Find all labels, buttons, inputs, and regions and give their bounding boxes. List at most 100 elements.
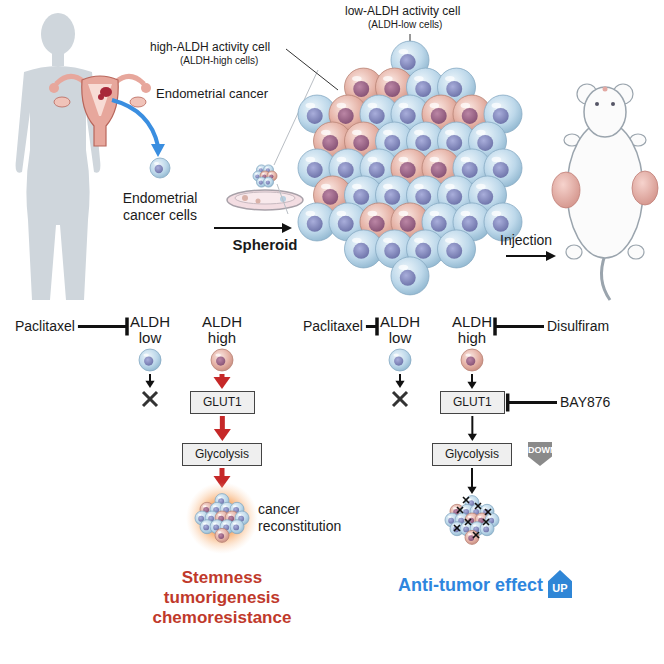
connector-line (78, 325, 127, 328)
node-text: BAY876 (560, 394, 610, 411)
cell-highlight (215, 354, 221, 357)
cell-nucleus (155, 165, 163, 173)
cell-highlight (238, 514, 242, 516)
injection-arrow (506, 255, 546, 257)
connector-line (495, 325, 544, 328)
cell-highlight (321, 130, 331, 135)
cell-nucleus (369, 216, 385, 232)
death-mark (465, 519, 471, 525)
connector (468, 416, 477, 441)
cell-highlight (203, 523, 207, 525)
text-label: Endometrial cancer (156, 86, 268, 102)
cell-nucleus (338, 162, 354, 178)
death-mark (485, 509, 491, 515)
cell-highlight (306, 157, 316, 162)
cell-nucleus (307, 108, 323, 124)
fimbria (49, 83, 59, 93)
cell-nucleus (400, 108, 416, 124)
cell-nucleus (218, 533, 224, 539)
cell-nucleus (446, 81, 462, 97)
mini-spheroid (256, 199, 261, 204)
cell-highlight (445, 184, 455, 189)
death-mark (463, 497, 469, 503)
cell-highlight (476, 130, 486, 135)
cell-highlight (218, 496, 222, 498)
cell-highlight (465, 354, 471, 357)
cell-highlight (143, 354, 149, 357)
drug-label: Disulfiram (547, 318, 609, 335)
node-text: UP (548, 583, 572, 594)
ovary (54, 97, 70, 107)
mini-spheroid (242, 195, 248, 201)
cell-body (465, 530, 479, 544)
connector-line (471, 468, 473, 488)
mouse (552, 84, 658, 300)
fallopian-tube (56, 76, 84, 84)
arrow-head (145, 381, 154, 388)
mouse-leg (566, 245, 582, 259)
cell-highlight (262, 173, 265, 174)
connector (495, 318, 544, 336)
human-neck (52, 52, 64, 66)
cell-nucleus (493, 162, 509, 178)
cell-nucleus (266, 180, 270, 184)
cell-nucleus (384, 135, 400, 151)
cell-nucleus (415, 81, 431, 97)
death-mark (465, 519, 471, 525)
cell-highlight (488, 516, 492, 518)
cell-highlight (445, 76, 455, 81)
cell-node: ALDH high (452, 314, 492, 372)
death-mark (457, 507, 463, 513)
xenograft-tumor (552, 172, 580, 208)
cell-nucleus (322, 189, 338, 205)
cell-highlight (321, 184, 331, 189)
cell-highlight (492, 103, 502, 108)
cell-body (139, 349, 161, 371)
cross-mark (393, 392, 407, 406)
outcome-arrow (467, 468, 476, 494)
cell-nucleus (446, 189, 462, 205)
cell-highlight (399, 211, 409, 216)
cell-nucleus (353, 135, 369, 151)
connector (78, 318, 127, 336)
cell-highlight (255, 173, 258, 174)
cell-highlight (368, 157, 378, 162)
cell-highlight (383, 184, 393, 189)
cell-nucleus (203, 524, 209, 530)
cell-highlight (414, 130, 424, 135)
connector-line (471, 416, 473, 435)
cell-nucleus (384, 243, 400, 259)
cell-node: ALDH low (130, 314, 170, 372)
cell-nucleus (144, 356, 153, 365)
cell-highlight (478, 516, 482, 518)
cell-highlight (223, 505, 227, 507)
cell-icon (210, 348, 234, 372)
glow (186, 482, 258, 554)
cell-highlight (368, 211, 378, 216)
drug-label: Paclitaxel (303, 318, 363, 335)
cell-highlight (154, 162, 159, 165)
arrow-head (467, 382, 476, 389)
cell-body (438, 230, 476, 268)
cell-highlight (352, 184, 362, 189)
mouse-nose (603, 87, 608, 92)
arrow-head (546, 251, 556, 261)
spheroid-icon (194, 490, 250, 546)
cell-nucleus (462, 216, 478, 232)
cell-nucleus (483, 526, 489, 532)
cell-highlight (213, 523, 217, 525)
cell-death-arrow (143, 374, 157, 406)
cell-death-arrow (393, 374, 407, 406)
culture-medium (235, 192, 295, 204)
cell-highlight (218, 531, 222, 533)
mouse-eye (595, 102, 599, 106)
mouse-eye (611, 102, 615, 106)
cell-highlight (337, 103, 347, 108)
cell-highlight (198, 514, 202, 516)
connector (366, 318, 377, 336)
human-figure (16, 13, 101, 300)
inhibition-bar (493, 318, 497, 336)
death-mark (454, 525, 460, 531)
death-mark (483, 519, 489, 525)
cell-highlight (393, 354, 399, 357)
